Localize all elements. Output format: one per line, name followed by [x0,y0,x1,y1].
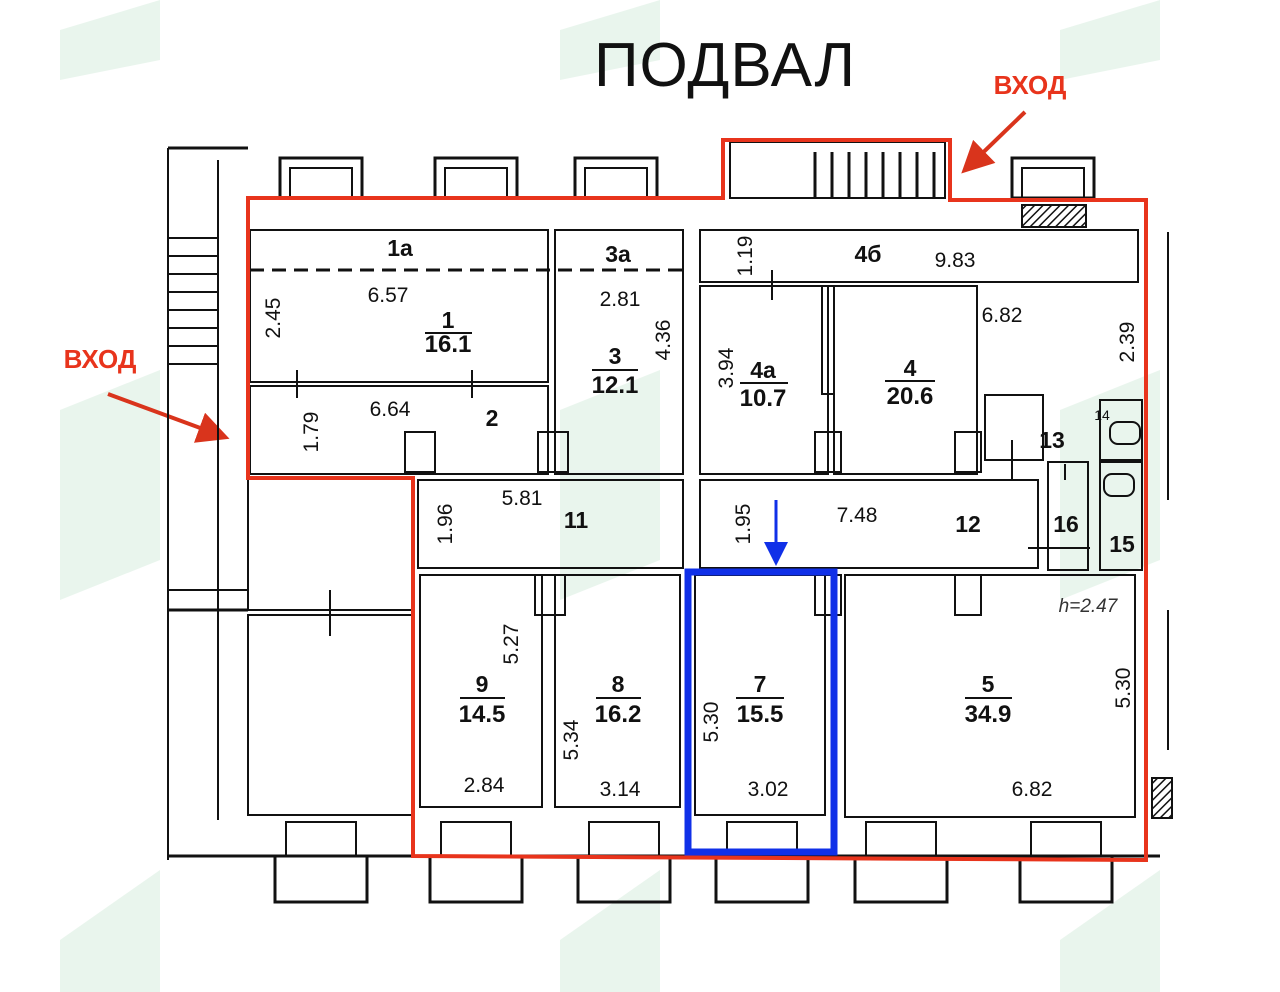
selected-room-7-outline[interactable] [684,568,838,856]
plan-title: ПОДВАЛ [594,31,856,100]
room-area-3: 12.1 [592,372,639,399]
room-label-13: 13 [1039,427,1065,453]
dimension-label: 1.79 [300,412,323,453]
dimension-label: 4.36 [652,320,675,361]
entry-label-top: ВХОД [994,70,1067,100]
hatched-column [1151,777,1173,819]
dimension-label: 5.34 [560,719,583,760]
ceiling-height-note: h=2.47 [1059,596,1119,617]
room-area-4: 20.6 [887,383,934,410]
hatched-shaft [1021,204,1087,228]
dimension-label: 3.94 [715,347,738,388]
dimension-label: 6.57 [368,284,409,307]
dimension-label: 9.83 [935,249,976,272]
room-label-11: 11 [564,507,589,533]
room-number-3: 3 [609,343,622,369]
window-well [1010,156,1096,200]
room-area-4a: 10.7 [740,385,787,412]
entry-label-left: ВХОД [64,344,137,374]
room-label-4b: 4б [855,241,882,267]
dimension-labels: 6.57 2.45 1.79 6.64 2.81 4.36 1.19 9.83 … [262,236,1139,801]
dimension-label: 2.81 [600,288,641,311]
dimension-label: 3.02 [748,778,789,801]
room-area-5: 34.9 [965,701,1012,728]
dimension-label: 5.81 [502,487,543,510]
room-area-9: 14.5 [459,701,506,728]
dimension-label: 5.30 [700,702,723,743]
dimension-label: 3.14 [600,778,641,801]
room-number-9: 9 [476,671,489,697]
dimension-label: 1.96 [434,504,457,545]
entry-arrow-left [107,392,230,443]
room-label-12: 12 [955,511,981,537]
room-label-14: 14 [1094,407,1110,423]
dimension-label: 2.84 [464,774,505,797]
room-area-8: 16.2 [595,701,642,728]
leased-area-outline [246,138,1148,863]
room-number-1: 1 [442,307,455,333]
room-label-15: 15 [1109,531,1135,557]
room-area-7: 15.5 [737,701,784,728]
dimension-label: 1.95 [732,504,755,545]
watermark [60,0,1160,992]
window-well [278,156,364,200]
room-label-1a: 1а [387,235,413,261]
room-number-5: 5 [982,671,995,697]
room-number-8: 8 [612,671,625,697]
window-well [573,156,659,200]
window-well [433,156,519,200]
room-label-16: 16 [1053,511,1079,537]
room-number-4: 4 [904,355,917,381]
dimension-label: 2.45 [262,298,285,339]
dimension-label: 6.82 [982,304,1023,327]
entry-arrow-top [961,110,1027,174]
room-label-3a: 3а [605,241,631,267]
dimension-label: 6.82 [1012,778,1053,801]
dimension-label: 2.39 [1116,322,1139,363]
dimension-label: 5.27 [500,624,523,665]
room-label-2: 2 [486,405,499,431]
dimension-label: 5.30 [1112,668,1135,709]
room-area-1: 16.1 [425,331,472,358]
dimension-label: 7.48 [837,504,878,527]
room-number-4a: 4а [750,357,776,383]
room-number-7: 7 [754,671,767,697]
dimension-label: 6.64 [370,398,411,421]
dimension-label: 1.19 [734,236,757,277]
room-labels: 1а 1 16.1 2 3а 3 12.1 4б 4а 10.7 4 20.6 … [387,235,1135,728]
